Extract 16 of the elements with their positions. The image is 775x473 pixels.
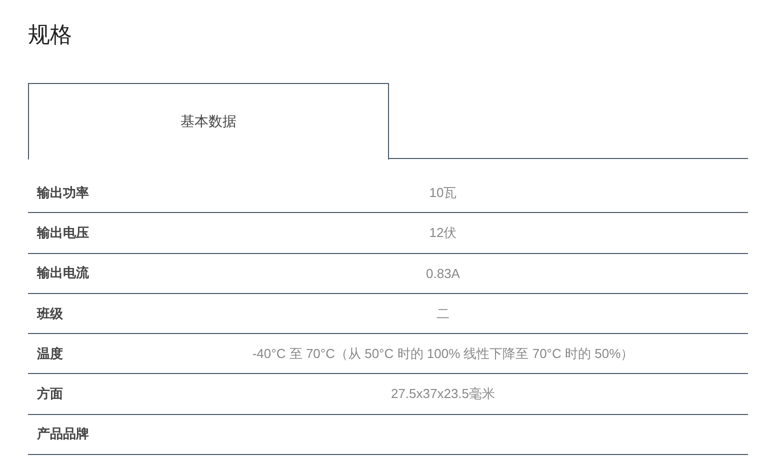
spec-name: 班级 [36, 304, 64, 323]
spec-name: 输出功率 [36, 184, 90, 202]
spec-value: 12伏 [428, 224, 458, 242]
spec-name: 温度 [36, 344, 64, 363]
spec-value: 10瓦 [428, 184, 458, 202]
spec-name: 输出电压 [36, 224, 90, 242]
spec-value: 二 [436, 304, 450, 323]
tab [28, 83, 389, 160]
page-title: 规格 [28, 21, 72, 49]
spec-name: 产品品牌 [36, 425, 90, 444]
spec-value: 0.83A [425, 266, 461, 281]
tab-label: 基本数据 [180, 112, 236, 130]
spec-value: 27.5x37x23.5毫米 [390, 385, 496, 404]
spec-name: 方面 [36, 385, 64, 404]
spec-name: 输出电流 [36, 264, 90, 282]
spec-value: -40°C 至 70°C（从 50°C 时的 100% 线性下降至 70°C 时的 50%） [251, 344, 635, 363]
